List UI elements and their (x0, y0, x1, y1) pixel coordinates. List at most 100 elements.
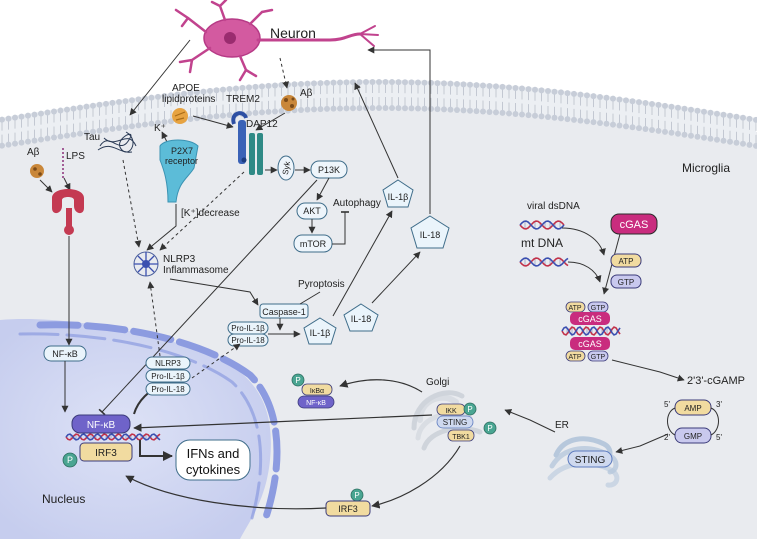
tlr4-receptor-icon (52, 189, 84, 235)
two-prime-label: 2' (664, 433, 670, 442)
autophagy-label: Autophagy (333, 198, 381, 209)
pro-il18-label: Pro-IL-18 (231, 336, 265, 345)
tau-label: Tau (84, 132, 100, 143)
pro-il18-label: Pro-IL-18 (151, 385, 185, 394)
mt-dna-label: mt DNA (521, 236, 563, 250)
tau-tangle-icon (97, 131, 137, 153)
nuclear-products-box: NLRP3 Pro-IL-1β Pro-IL-18 (145, 356, 191, 396)
irf3-cyto-node: P IRF3 (325, 488, 371, 517)
syk-label: Syk (281, 160, 292, 176)
ikk-label: IKK (445, 408, 457, 415)
dap12-label: DAP12 (246, 119, 278, 130)
mtor-label: mTOR (300, 239, 327, 249)
mtor-node: mTOR (293, 234, 333, 253)
p2x7-label: P2X7 (171, 146, 193, 156)
amyloid-beta-icon (281, 95, 297, 111)
irf3-label: IRF3 (338, 504, 358, 514)
apoe-icon (172, 108, 188, 124)
lps-label: LPS (66, 151, 85, 162)
atp-label: ATP (568, 305, 581, 312)
neuron-label: Neuron (270, 25, 316, 41)
nfkb-label: NF-κB (52, 349, 78, 359)
ikba-nfkb-complex: P IκBα NF-κB (291, 373, 335, 409)
golgi-icon (411, 390, 483, 451)
sting-er-node: STING (567, 450, 613, 468)
cgas-label: cGAS (578, 314, 602, 324)
il18-cyto-node: IL-18 (343, 303, 379, 332)
cgas-label: cGAS (578, 339, 602, 349)
amp-label: AMP (684, 404, 701, 413)
irf3-nuclear-node: IRF3 P (62, 442, 133, 468)
inflammasome-label: Inflammasome (163, 265, 229, 276)
sting-label: STING (575, 455, 606, 466)
ifns-cytokines-box: IFNs and cytokines (175, 439, 251, 481)
il1b-membrane-label: IL-1β (388, 192, 409, 202)
k-decrease-label: [K⁺]decrease (181, 208, 240, 219)
pro-il1b-node: Pro-IL-1β (227, 321, 269, 335)
trem2-dap12-icon (231, 111, 263, 175)
il1b-cyto-label: IL-1β (310, 328, 331, 338)
pro-il1b-label: Pro-IL-1β (151, 372, 185, 381)
lipoproteins-label: lipidproteins (162, 94, 215, 105)
il1b-cyto-node: IL-1β (303, 317, 337, 345)
nfkb-label: NF-κB (306, 400, 326, 407)
dna-helix-icon (65, 433, 161, 441)
phospho-label: P (354, 491, 359, 500)
p2x7-receptor-icon (159, 139, 199, 203)
akt-node: AKT (296, 202, 328, 220)
tbk1-label: TBK1 (452, 434, 470, 441)
sting-golgi-complex: IKK STING TBK1 P P (436, 402, 497, 442)
nlrp3-inflammasome-icon (133, 251, 159, 277)
atp-node: ATP (610, 253, 642, 268)
phospho-label: P (67, 455, 73, 465)
abeta-left-label: Aβ (27, 147, 40, 158)
atp-label: ATP (619, 257, 634, 266)
il18-membrane-node: IL-18 (410, 215, 450, 249)
viral-dsdna-label: viral dsDNA (527, 201, 580, 212)
pro-il18-node: Pro-IL-18 (227, 333, 269, 347)
cgas-label: cGAS (620, 219, 649, 231)
il18-membrane-label: IL-18 (420, 230, 441, 240)
apoe-label: APOE (172, 83, 200, 94)
akt-label: AKT (303, 206, 321, 216)
nfkb-cyto-node: NF-κB (43, 345, 87, 362)
caspase1-label: Caspase-1 (262, 307, 306, 317)
amyloid-beta-icon (30, 164, 44, 178)
abeta-top-label: Aβ (300, 88, 313, 99)
cgamp-molecule: AMP GMP 5' 3' 2' 5' (664, 399, 722, 444)
phospho-label: P (295, 376, 300, 385)
cgas-dna-complex: ATP GTP cGAS cGAS ATP GTP (561, 301, 621, 362)
phospho-label: P (467, 405, 472, 414)
er-label: ER (555, 420, 569, 431)
nucleus-label: Nucleus (42, 492, 85, 506)
nfkb-label: NF-κB (87, 420, 116, 431)
k-plus-label: K⁺ (154, 123, 166, 134)
gtp-label: GTP (591, 305, 606, 312)
gmp-label: GMP (684, 432, 702, 441)
cell-membrane (0, 79, 757, 149)
ifns-line2: cytokines (186, 462, 241, 477)
atp-label: ATP (568, 354, 581, 361)
five-prime-label: 5' (664, 400, 670, 409)
nfkb-nuclear-node: NF-κB (71, 414, 131, 434)
pyroptosis-label: Pyroptosis (298, 279, 345, 290)
five-prime-label: 5' (716, 433, 722, 442)
golgi-label: Golgi (426, 377, 449, 388)
cgas-node: cGAS (610, 213, 658, 235)
il1b-membrane-node: IL-1β (382, 179, 414, 208)
dna-helix-icon (519, 220, 565, 230)
phospho-label: P (487, 424, 492, 433)
three-prime-label: 3' (716, 400, 722, 409)
trem2-label: TREM2 (226, 94, 260, 105)
neuron-icon (174, 0, 379, 82)
receptor-label: receptor (165, 156, 198, 166)
pro-il1b-label: Pro-IL-1β (231, 324, 265, 333)
dna-helix-icon (519, 257, 569, 267)
il18-cyto-label: IL-18 (351, 314, 372, 324)
microglia-label: Microglia (682, 161, 730, 175)
p13k-label: P13K (318, 165, 340, 175)
gtp-label: GTP (618, 278, 634, 287)
gtp-label: GTP (591, 354, 606, 361)
gtp-node: GTP (610, 274, 642, 289)
